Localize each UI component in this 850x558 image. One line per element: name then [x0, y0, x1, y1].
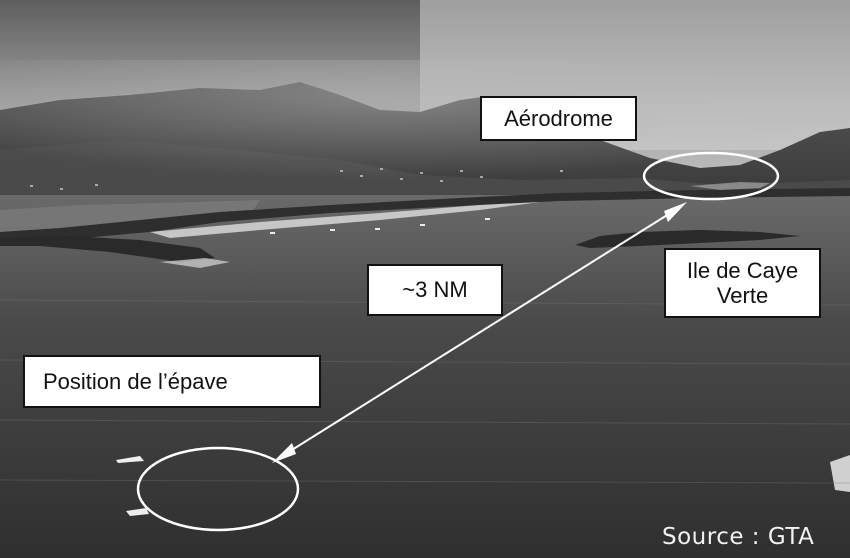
boat-left — [116, 456, 144, 463]
wreck-ellipse — [136, 446, 300, 532]
boat-edge — [830, 455, 850, 492]
boats — [270, 218, 490, 234]
island-caye-verte — [575, 230, 800, 248]
aerodrome-label-text: Aérodrome — [504, 105, 613, 131]
wreck-position-label-text: Position de l’épave — [43, 368, 228, 394]
beach — [150, 202, 540, 238]
island-label-line2: Verte — [716, 283, 769, 308]
aerodrome-ellipse — [642, 151, 780, 201]
surf — [160, 258, 230, 268]
source-credit: Source : GTA — [662, 524, 815, 550]
island-label-line1: Ile de Caye — [686, 257, 799, 283]
distance-label-text: ~3 NM — [402, 277, 468, 303]
island-label: Ile de Caye Verte — [664, 248, 821, 318]
lagoon — [0, 200, 260, 236]
coastline — [0, 188, 850, 244]
rain-haze — [0, 60, 850, 200]
aerodrome-area — [690, 182, 770, 190]
aerodrome-label: Aérodrome — [480, 96, 637, 141]
boat-bottom — [126, 508, 149, 516]
peninsula — [0, 236, 215, 262]
distance-arrow-icon — [272, 202, 687, 463]
wreck-position-label: Position de l’épave — [23, 355, 321, 408]
town-lights — [30, 168, 563, 190]
distance-label: ~3 NM — [367, 264, 503, 316]
